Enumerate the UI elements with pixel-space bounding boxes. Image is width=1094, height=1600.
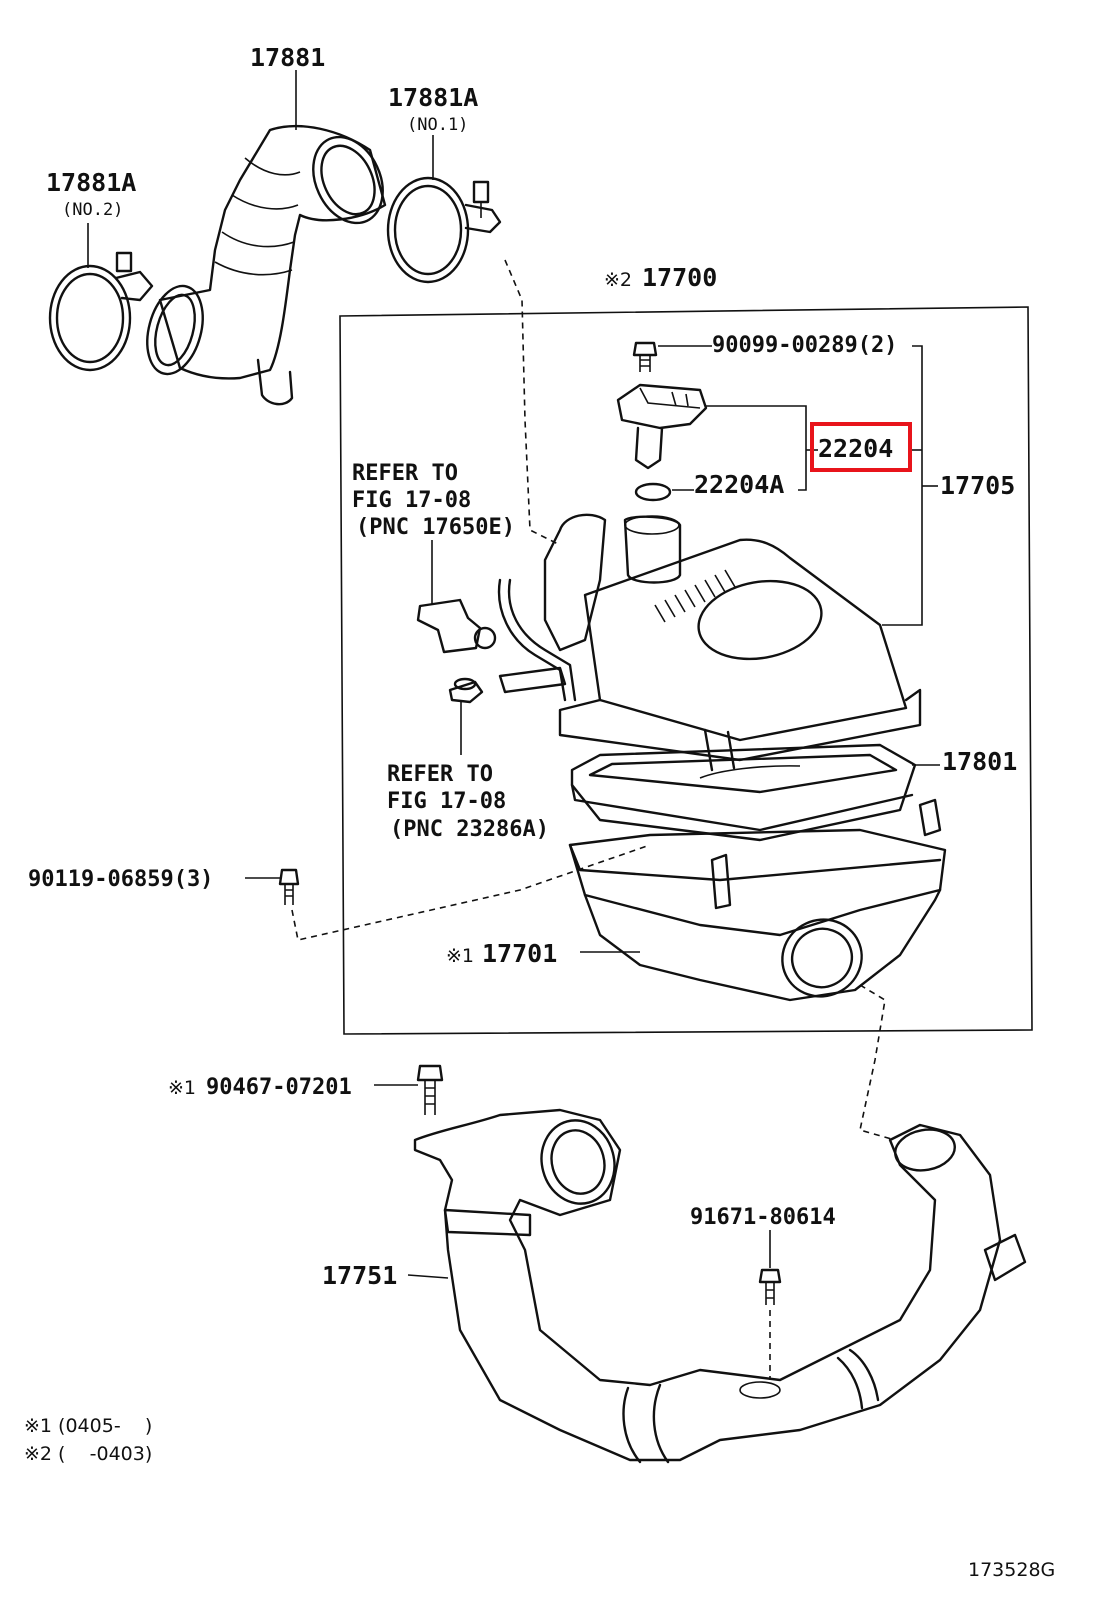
label-17705: 17705 (940, 471, 1015, 500)
label-17881A-no1: 17881A (388, 83, 478, 112)
refer1-line3: (PNC 17650E) (356, 515, 515, 540)
figure-code: 173528G (968, 1559, 1055, 1581)
label-17700: 17700 (642, 263, 717, 292)
refer2-line2: FIG 17-08 (387, 789, 506, 814)
vsv-part-17650E (416, 598, 497, 654)
note-1: ※1 (0405- ) (24, 1415, 152, 1437)
air-filter-element-17801 (570, 728, 917, 842)
label-17881A-no1-sub: (NO.1) (407, 115, 468, 135)
label-90099: 90099-00289(2) (712, 333, 897, 358)
bolt-90467 (416, 1064, 444, 1115)
air-flow-sensor-22204 (616, 383, 708, 470)
label-17751: 17751 (322, 1261, 397, 1290)
label-22204: 22204 (818, 434, 893, 463)
label-17700-mark: ※2 (604, 269, 632, 291)
label-17701-mark: ※1 (446, 945, 474, 967)
refer1-line2: FIG 17-08 (352, 488, 471, 513)
label-90119: 90119-06859(3) (28, 867, 213, 892)
label-22204A: 22204A (694, 470, 784, 499)
assembly-box-17700 (339, 306, 1033, 1035)
clamp-17881A-no1 (386, 176, 502, 284)
label-17701: 17701 (482, 939, 557, 968)
refer2-line3: (PNC 23286A) (390, 817, 549, 842)
label-91671: 91671-80614 (690, 1205, 836, 1230)
highlight-box-22204 (810, 422, 912, 472)
air-hose-17881 (146, 124, 387, 406)
o-ring-22204A (634, 482, 672, 502)
note-2: ※2 ( -0403) (24, 1443, 152, 1465)
label-17881: 17881 (250, 43, 325, 72)
label-17881A-no2-sub: (NO.2) (62, 200, 123, 220)
air-duct-hose-17751 (413, 1108, 1027, 1464)
label-90467-mark: ※1 (168, 1077, 196, 1099)
screw-90099 (632, 341, 658, 372)
bolt-91671 (758, 1268, 782, 1305)
air-cleaner-case-17701 (568, 798, 947, 1002)
refer2-line1: REFER TO (387, 762, 493, 787)
clamp-17881A-no2 (48, 251, 154, 372)
air-cleaner-cap-17705 (497, 513, 922, 762)
label-17881A-no2: 17881A (46, 168, 136, 197)
label-90467: 90467-07201 (206, 1075, 352, 1100)
refer1-line1: REFER TO (352, 461, 458, 486)
bolt-90119 (278, 868, 300, 905)
fitting-23286A (448, 677, 484, 704)
label-17801: 17801 (942, 747, 1017, 776)
